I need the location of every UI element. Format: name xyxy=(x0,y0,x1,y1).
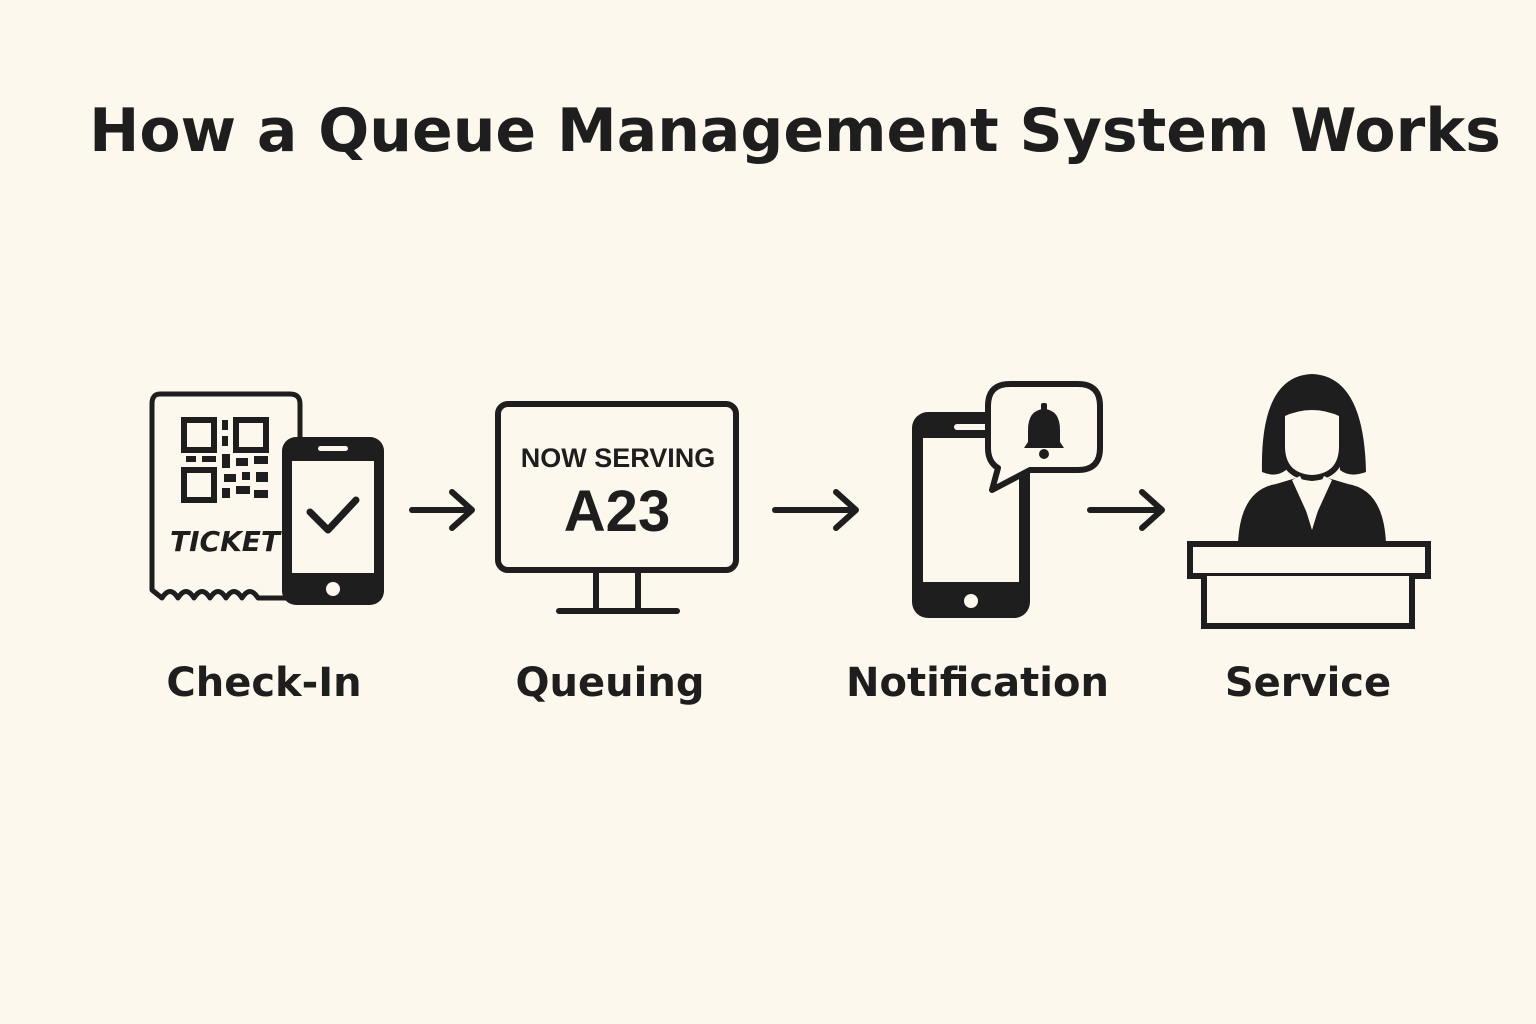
qr-code-icon xyxy=(181,417,269,503)
phone-icon xyxy=(282,437,384,605)
display-monitor-icon: NOW SERVING A23 xyxy=(495,401,739,614)
step-label-check-in: Check-In xyxy=(166,660,362,706)
service-desk-agent-icon xyxy=(1187,374,1431,629)
screen-header: NOW SERVING xyxy=(521,443,716,473)
screen-number: A23 xyxy=(564,479,670,544)
arrow-right-icon xyxy=(1087,489,1165,531)
page-title: How a Queue Management System Works xyxy=(89,96,1501,166)
step-label-service: Service xyxy=(1224,660,1392,706)
desk-base xyxy=(1201,576,1415,629)
arrow-right-icon xyxy=(772,489,859,531)
phone-bell-icon xyxy=(912,381,1103,618)
agent-body xyxy=(1238,478,1386,544)
arrow-right-icon xyxy=(409,489,475,531)
agent-face xyxy=(1279,404,1345,482)
step-label-queuing: Queuing xyxy=(515,660,705,706)
ticket-text: TICKET xyxy=(170,525,282,558)
step-label-notification: Notification xyxy=(846,660,1109,706)
checkmark-icon xyxy=(306,496,360,534)
bell-icon xyxy=(1024,403,1064,459)
ticket-and-phone-icon: TICKET xyxy=(149,391,384,605)
desk-top xyxy=(1187,541,1431,579)
